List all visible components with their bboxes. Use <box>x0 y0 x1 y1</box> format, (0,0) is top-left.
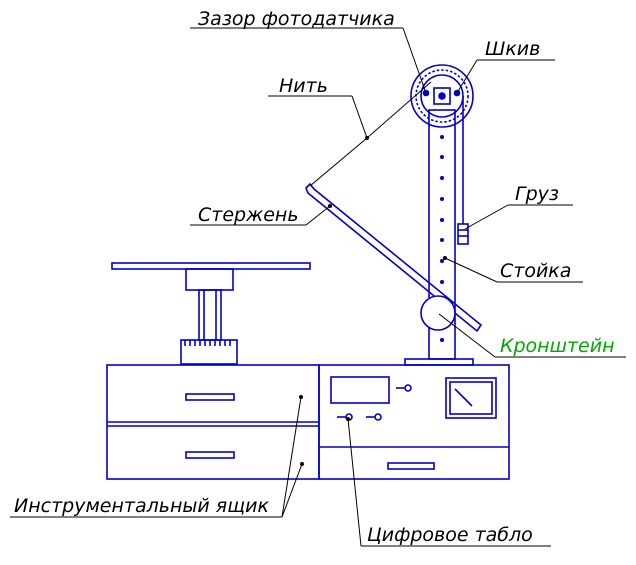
label-pulley: Шкив <box>485 38 540 60</box>
meter-face <box>449 381 493 415</box>
label-stand: Стойка <box>500 260 571 282</box>
drawer-handle-lower <box>185 451 235 459</box>
apparatus <box>106 64 510 480</box>
thread-marks <box>184 340 231 346</box>
meter-needle <box>454 388 473 407</box>
pulley-hub <box>433 87 451 105</box>
table-column-shaft <box>198 289 222 341</box>
label-digital-display: Цифровое табло <box>367 524 533 546</box>
label-photosensor-gap: Зазор фотодатчика <box>198 8 395 30</box>
table-top <box>111 262 311 270</box>
table-threaded-base <box>180 339 238 365</box>
pulley-rim <box>415 69 469 123</box>
label-instrument-box: Инструментальный ящик <box>14 495 269 517</box>
pulley-axle <box>438 92 446 100</box>
switch-3 <box>374 413 382 421</box>
digital-display-window <box>330 376 390 404</box>
electronic-drawer-handle <box>387 462 435 470</box>
label-thread: Нить <box>279 75 328 97</box>
rod <box>305 182 483 333</box>
meter-frame <box>445 377 497 419</box>
stand-holes <box>440 135 444 342</box>
label-rod: Стержень <box>198 204 299 226</box>
label-bracket: Кронштейн <box>500 335 615 357</box>
bracket <box>420 295 456 331</box>
switch-1 <box>404 384 412 392</box>
weight <box>457 223 469 245</box>
stand-base <box>404 358 474 366</box>
table-column-block <box>185 268 234 291</box>
pulley-outer <box>410 64 474 128</box>
leader-lines <box>10 27 626 547</box>
label-weight: Груз <box>515 183 559 205</box>
drawer-handle-upper <box>185 393 235 401</box>
stand <box>428 109 456 360</box>
leader-dots <box>299 136 447 466</box>
